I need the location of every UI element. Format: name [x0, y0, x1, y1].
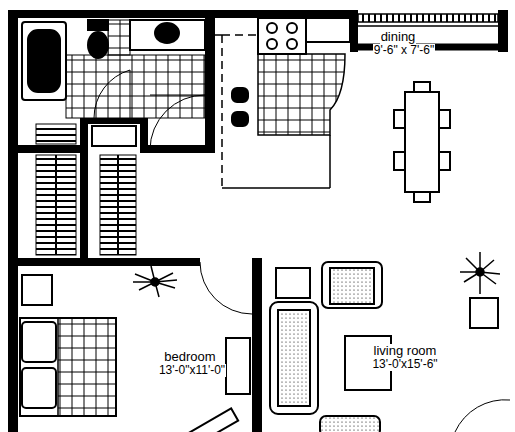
room-name: dining — [380, 30, 417, 44]
kitchen-fixtures — [215, 18, 350, 188]
kitchen-fixtures — [232, 112, 248, 126]
bedroom-furniture — [22, 322, 56, 362]
living-room-furniture — [330, 268, 374, 304]
room-name: bedroom — [163, 350, 216, 364]
kitchen-fixtures — [232, 88, 248, 102]
kitchen-fixtures — [329, 135, 331, 188]
walls — [8, 10, 508, 432]
bathroom-fixtures — [150, 95, 205, 150]
walls — [80, 118, 148, 124]
living-room-furniture — [320, 416, 380, 432]
walls — [205, 10, 215, 150]
dining-table — [394, 152, 405, 170]
window — [358, 25, 498, 27]
bedroom-furniture — [188, 408, 238, 432]
bedroom-furniture — [226, 338, 250, 394]
closet-rods — [36, 124, 136, 255]
walls — [8, 10, 350, 18]
living-room-furniture — [322, 262, 382, 308]
dining-table — [414, 192, 430, 202]
kitchen-fixtures — [258, 18, 306, 54]
plant-symbol — [133, 266, 177, 297]
room-name: living room — [373, 344, 438, 358]
dining-table — [394, 110, 405, 128]
kitchen-fixtures — [215, 34, 222, 36]
closet-rods — [36, 155, 76, 255]
kitchen-fixtures — [306, 18, 350, 42]
kitchen-fixtures — [222, 34, 258, 36]
living-room-furniture — [278, 310, 310, 406]
bathroom-fixtures — [88, 20, 108, 30]
living-room-furniture — [455, 400, 510, 432]
dining-table — [405, 92, 439, 192]
window — [358, 14, 498, 22]
bathroom-fixtures — [22, 20, 205, 150]
kitchen-fixtures — [267, 39, 277, 49]
dining-table — [439, 152, 450, 170]
living-room-furniture — [470, 298, 498, 328]
plant-symbol — [151, 278, 159, 286]
kitchen-fixtures — [221, 35, 223, 188]
bathroom-fixtures — [150, 95, 205, 96]
bedroom-furniture — [20, 262, 252, 432]
walls — [18, 258, 200, 266]
bathroom-fixtures — [130, 70, 131, 118]
plant-symbol — [460, 252, 500, 294]
room-dimension: 13'-0'x15'-6" — [371, 358, 438, 371]
walls — [18, 145, 82, 153]
dining-table — [414, 82, 430, 92]
bathroom-fixtures — [130, 20, 205, 50]
plant-symbol — [133, 252, 500, 297]
bedroom-furniture — [20, 318, 116, 416]
plant-symbol — [133, 266, 177, 297]
walls — [252, 258, 262, 432]
closet-rods — [55, 155, 57, 255]
dining-table — [439, 110, 450, 128]
walls — [140, 145, 215, 153]
kitchen-fixtures — [222, 187, 330, 189]
living-room-furniture — [276, 268, 310, 298]
bathroom-fixtures — [94, 70, 130, 118]
walls — [350, 10, 358, 52]
walls — [498, 10, 508, 52]
living-room-furniture — [270, 302, 318, 414]
kitchen-fixtures — [258, 54, 345, 135]
bathroom-fixtures — [88, 32, 108, 58]
walls — [8, 10, 18, 432]
room-dimension: 9'-6" x 7'-6" — [373, 44, 435, 57]
plant-symbol — [476, 268, 484, 276]
bathroom-fixtures — [28, 30, 60, 92]
bathroom-fixtures — [66, 55, 205, 118]
closet-rods — [36, 124, 76, 144]
walls — [80, 118, 88, 258]
bathroom-fixtures — [92, 126, 136, 146]
bedroom-furniture — [22, 275, 52, 305]
kitchen-fixtures — [287, 39, 297, 49]
kitchen-fixtures — [287, 23, 297, 33]
bedroom-furniture — [22, 368, 56, 408]
closet-rods — [117, 155, 119, 255]
living-room-furniture — [270, 262, 510, 432]
dining-table — [394, 82, 450, 202]
room-dimension: 13'-0"x11'-0" — [158, 364, 226, 377]
bathroom-fixtures — [22, 22, 66, 100]
bathroom-fixtures — [155, 23, 179, 43]
kitchen-fixtures — [267, 23, 277, 33]
closet-rods — [100, 155, 136, 255]
bathroom-fixtures — [108, 20, 130, 55]
plant-symbol — [460, 252, 500, 294]
bedroom-furniture — [58, 318, 116, 416]
bedroom-furniture — [200, 262, 252, 314]
